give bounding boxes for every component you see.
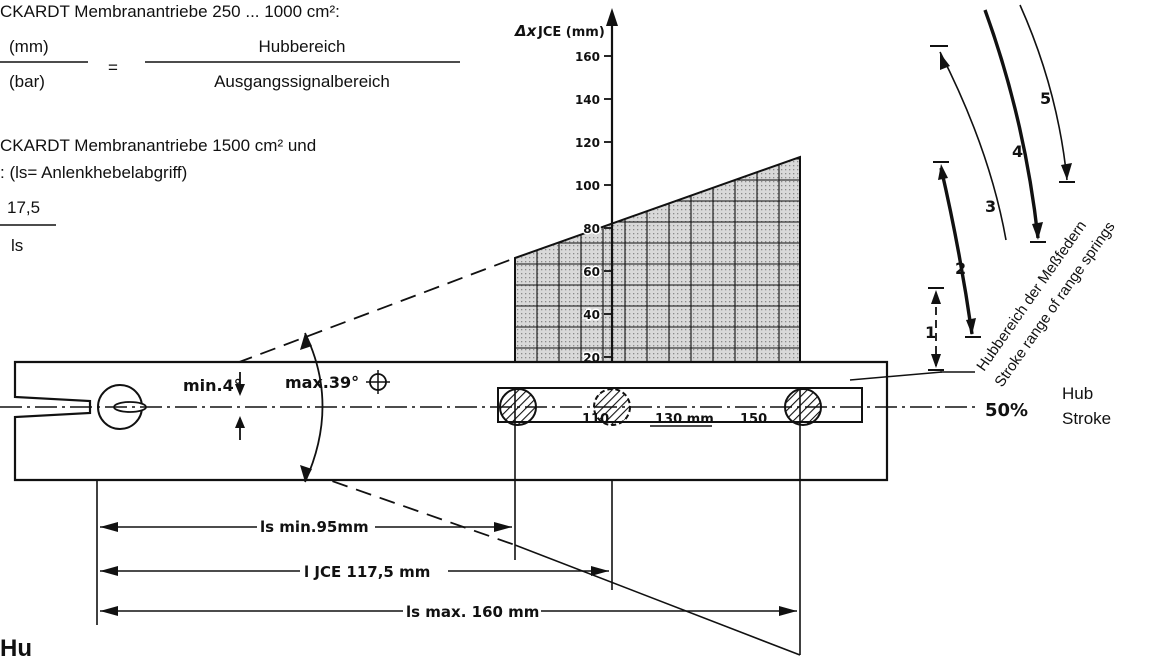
formula-line-3: : (ls= Anlenkhebelabgriff) xyxy=(0,163,187,182)
dimension-verticals xyxy=(96,390,801,656)
angle-annotations: max.39° min.4° xyxy=(183,332,359,483)
dimension-lines: ls min.95mm l JCE 117,5 mm ls max. 160 m… xyxy=(100,513,797,623)
lever: 110 130 mm 150 xyxy=(13,360,889,482)
dimension-ls-min: ls min.95mm xyxy=(260,518,369,536)
spring-number-2: 2 xyxy=(955,259,966,278)
dim-arrow-icon xyxy=(100,522,118,532)
fraction-2-numerator: 17,5 xyxy=(7,198,40,217)
spring-2-arrow-icon xyxy=(966,318,976,335)
y-tick-label: 140 xyxy=(575,93,600,107)
dimension-l-jce: l JCE 117,5 mm xyxy=(304,563,430,581)
angle-min-label: min.4° xyxy=(183,376,242,395)
fraction-left-numerator: (mm) xyxy=(9,37,49,56)
position-label-130: 130 mm xyxy=(655,412,714,427)
spring-3-arrow-icon xyxy=(940,53,950,70)
dim-arrow-icon xyxy=(591,566,609,576)
spring-1-arrow-icon xyxy=(931,290,941,304)
fraction-right-numerator: Hubbereich xyxy=(259,37,346,56)
spring-ranges: 1 2 3 4 5 Hubbereich der Meßfedern Strok… xyxy=(849,4,1119,391)
cut-off-heading: Hu xyxy=(0,635,32,657)
formula-line-1: CKARDT Membranantriebe 250 ... 1000 cm²: xyxy=(0,2,340,21)
position-label-150: 150 xyxy=(740,412,767,427)
position-label-110: 110 xyxy=(582,412,609,427)
fraction-right-denominator: Ausgangssignalbereich xyxy=(214,72,390,91)
dashed-line-upper xyxy=(119,257,516,408)
y-axis-label-prefix: Δx xyxy=(514,22,538,40)
spring-number-3: 3 xyxy=(985,197,996,216)
dim-arrow-icon xyxy=(494,522,512,532)
hub-label-en: Stroke xyxy=(1062,409,1111,428)
arc-max-angle xyxy=(304,332,324,483)
y-tick-label: 60 xyxy=(583,265,600,279)
stroke-grid-area xyxy=(514,155,801,391)
y-tick-label: 80 xyxy=(583,222,600,236)
hub-percent: 50% xyxy=(985,400,1028,421)
arc-max-arrow-top-icon xyxy=(300,333,312,350)
spring-number-4: 4 xyxy=(1012,142,1023,161)
formula-line-2: CKARDT Membranantriebe 1500 cm² und xyxy=(0,136,316,155)
dimension-ls-max: ls max. 160 mm xyxy=(406,603,539,621)
spring-number-1: 1 xyxy=(925,323,936,342)
dim-arrow-icon xyxy=(100,606,118,616)
centerline: 50% Hub Stroke xyxy=(0,384,1111,428)
y-tick-label: 120 xyxy=(575,136,600,150)
equals-sign: = xyxy=(108,58,118,77)
y-axis-label-suffix: JCE (mm) xyxy=(537,25,605,40)
spring-4-arrow-icon xyxy=(1032,222,1043,240)
formula-block: CKARDT Membranantriebe 250 ... 1000 cm²:… xyxy=(0,2,460,255)
spring-label-en: Stroke range of range springs xyxy=(991,219,1118,391)
y-tick-label: 40 xyxy=(583,308,600,322)
arrow-min-bottom-icon xyxy=(235,416,245,428)
y-axis-arrow-icon xyxy=(606,8,618,26)
fraction-left-denominator: (bar) xyxy=(9,72,45,91)
spring-1-arrow-icon xyxy=(931,354,941,368)
y-tick-label: 100 xyxy=(575,179,600,193)
hub-label-de: Hub xyxy=(1062,384,1093,403)
spring-number-5: 5 xyxy=(1040,89,1051,108)
arc-max-arrow-bottom-icon xyxy=(300,465,312,482)
fraction-2-denominator: ls xyxy=(11,236,23,255)
spring-2-arrow-icon xyxy=(938,164,948,180)
y-tick-label: 160 xyxy=(575,50,600,64)
spring-5-arrow-icon xyxy=(1061,163,1072,180)
arrow-min-top-icon xyxy=(235,384,245,396)
dim-arrow-icon xyxy=(100,566,118,576)
dim-arrow-icon xyxy=(779,606,797,616)
angle-max-label: max.39° xyxy=(285,373,359,392)
